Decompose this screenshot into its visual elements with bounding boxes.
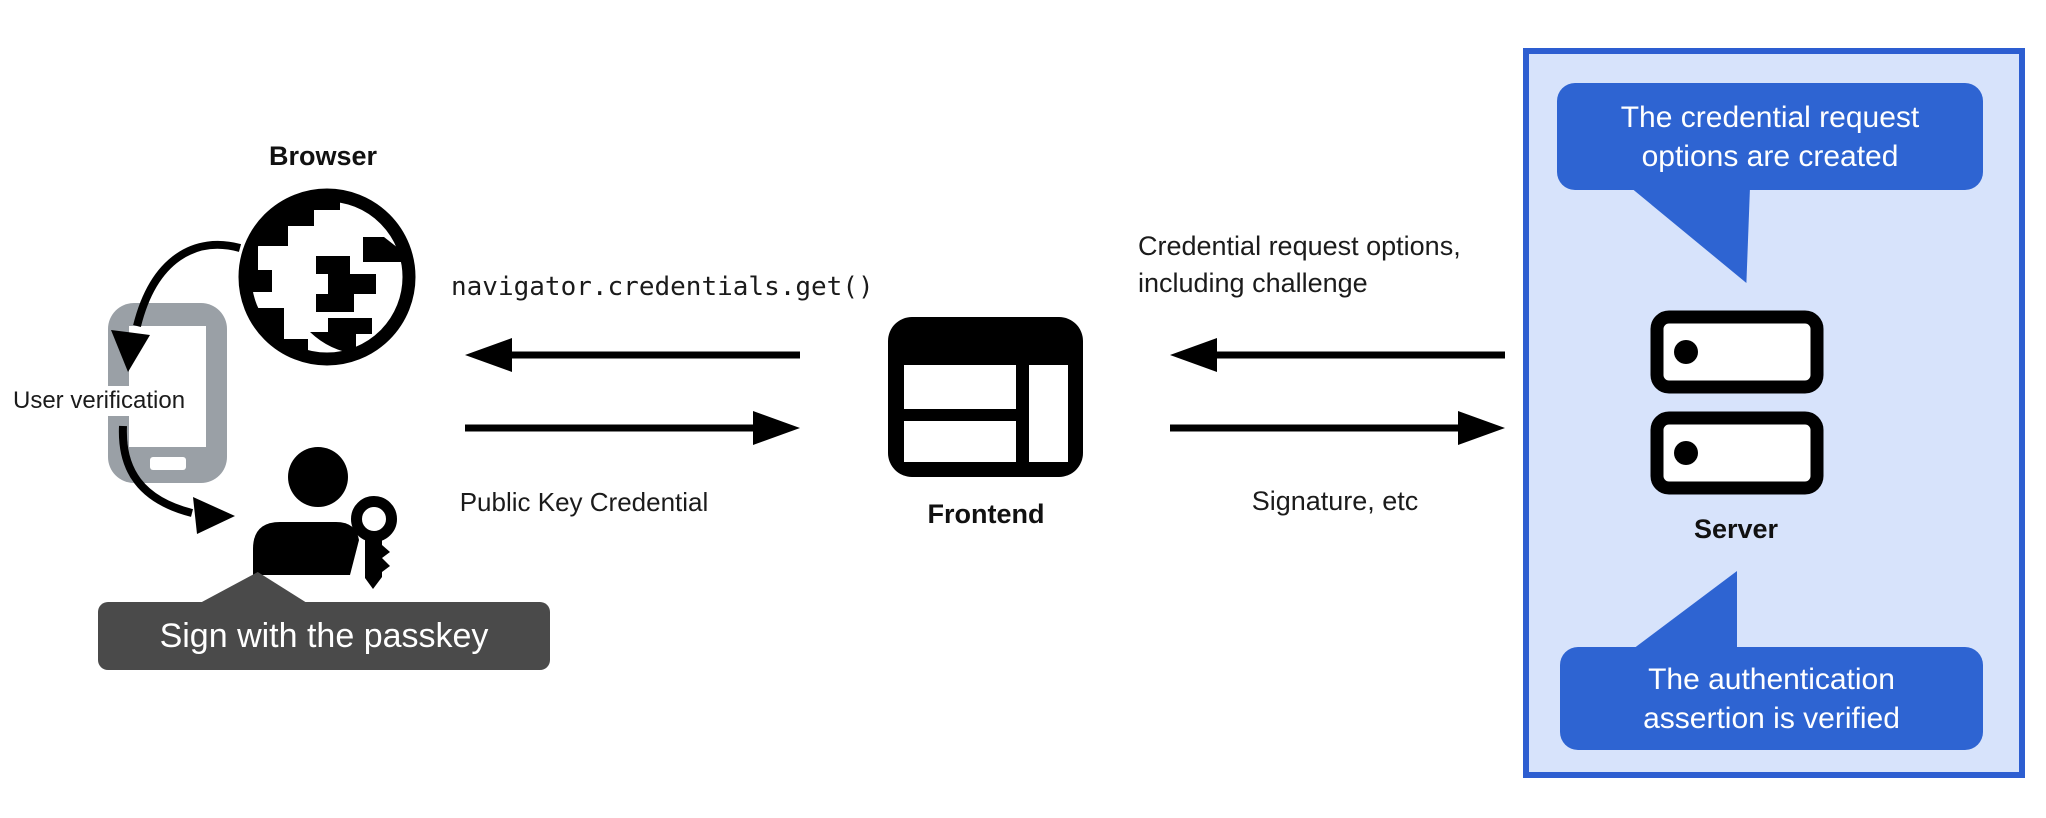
browser-window-icon xyxy=(888,317,1083,477)
public-key-credential-label: Public Key Credential xyxy=(459,487,709,517)
passkey-tooltip-pointer xyxy=(200,572,307,603)
signature-label: Signature, etc xyxy=(1251,486,1419,516)
server-label: Server xyxy=(1693,514,1779,544)
credential-options-bubble-line2: options are created xyxy=(1641,139,1899,173)
key-icon xyxy=(351,496,397,589)
credential-request-options-line1: Credential request options, xyxy=(1138,231,1461,261)
arrow-browser-to-frontend xyxy=(465,411,800,445)
arrow-frontend-to-server xyxy=(1170,411,1505,445)
credential-request-options-label: Credential request options, including ch… xyxy=(1138,228,1461,302)
credential-request-options-line2: including challenge xyxy=(1138,268,1368,298)
frontend-label: Frontend xyxy=(927,499,1045,529)
navigator-credentials-get-code: navigator.credentials.get() xyxy=(451,272,874,302)
assertion-verified-bubble-line1: The authentication xyxy=(1648,662,1895,696)
arrow-phone-to-user xyxy=(118,425,235,534)
globe-icon xyxy=(238,188,416,366)
arrow-browser-to-phone xyxy=(111,240,242,372)
user-verification-label: User verification xyxy=(10,386,189,416)
person-with-key-icon xyxy=(253,447,397,589)
arrow-frontend-to-browser xyxy=(465,338,800,372)
assertion-verified-bubble-line2: assertion is verified xyxy=(1643,701,1900,735)
assertion-verified-bubble: The authentication assertion is verified xyxy=(1560,647,1983,750)
passkey-tooltip: Sign with the passkey xyxy=(98,602,550,670)
credential-options-bubble-line1: The credential request xyxy=(1620,100,1920,134)
credential-options-bubble: The credential request options are creat… xyxy=(1557,83,1983,190)
arrow-server-to-frontend xyxy=(1170,338,1505,372)
browser-label: Browser xyxy=(268,141,378,171)
